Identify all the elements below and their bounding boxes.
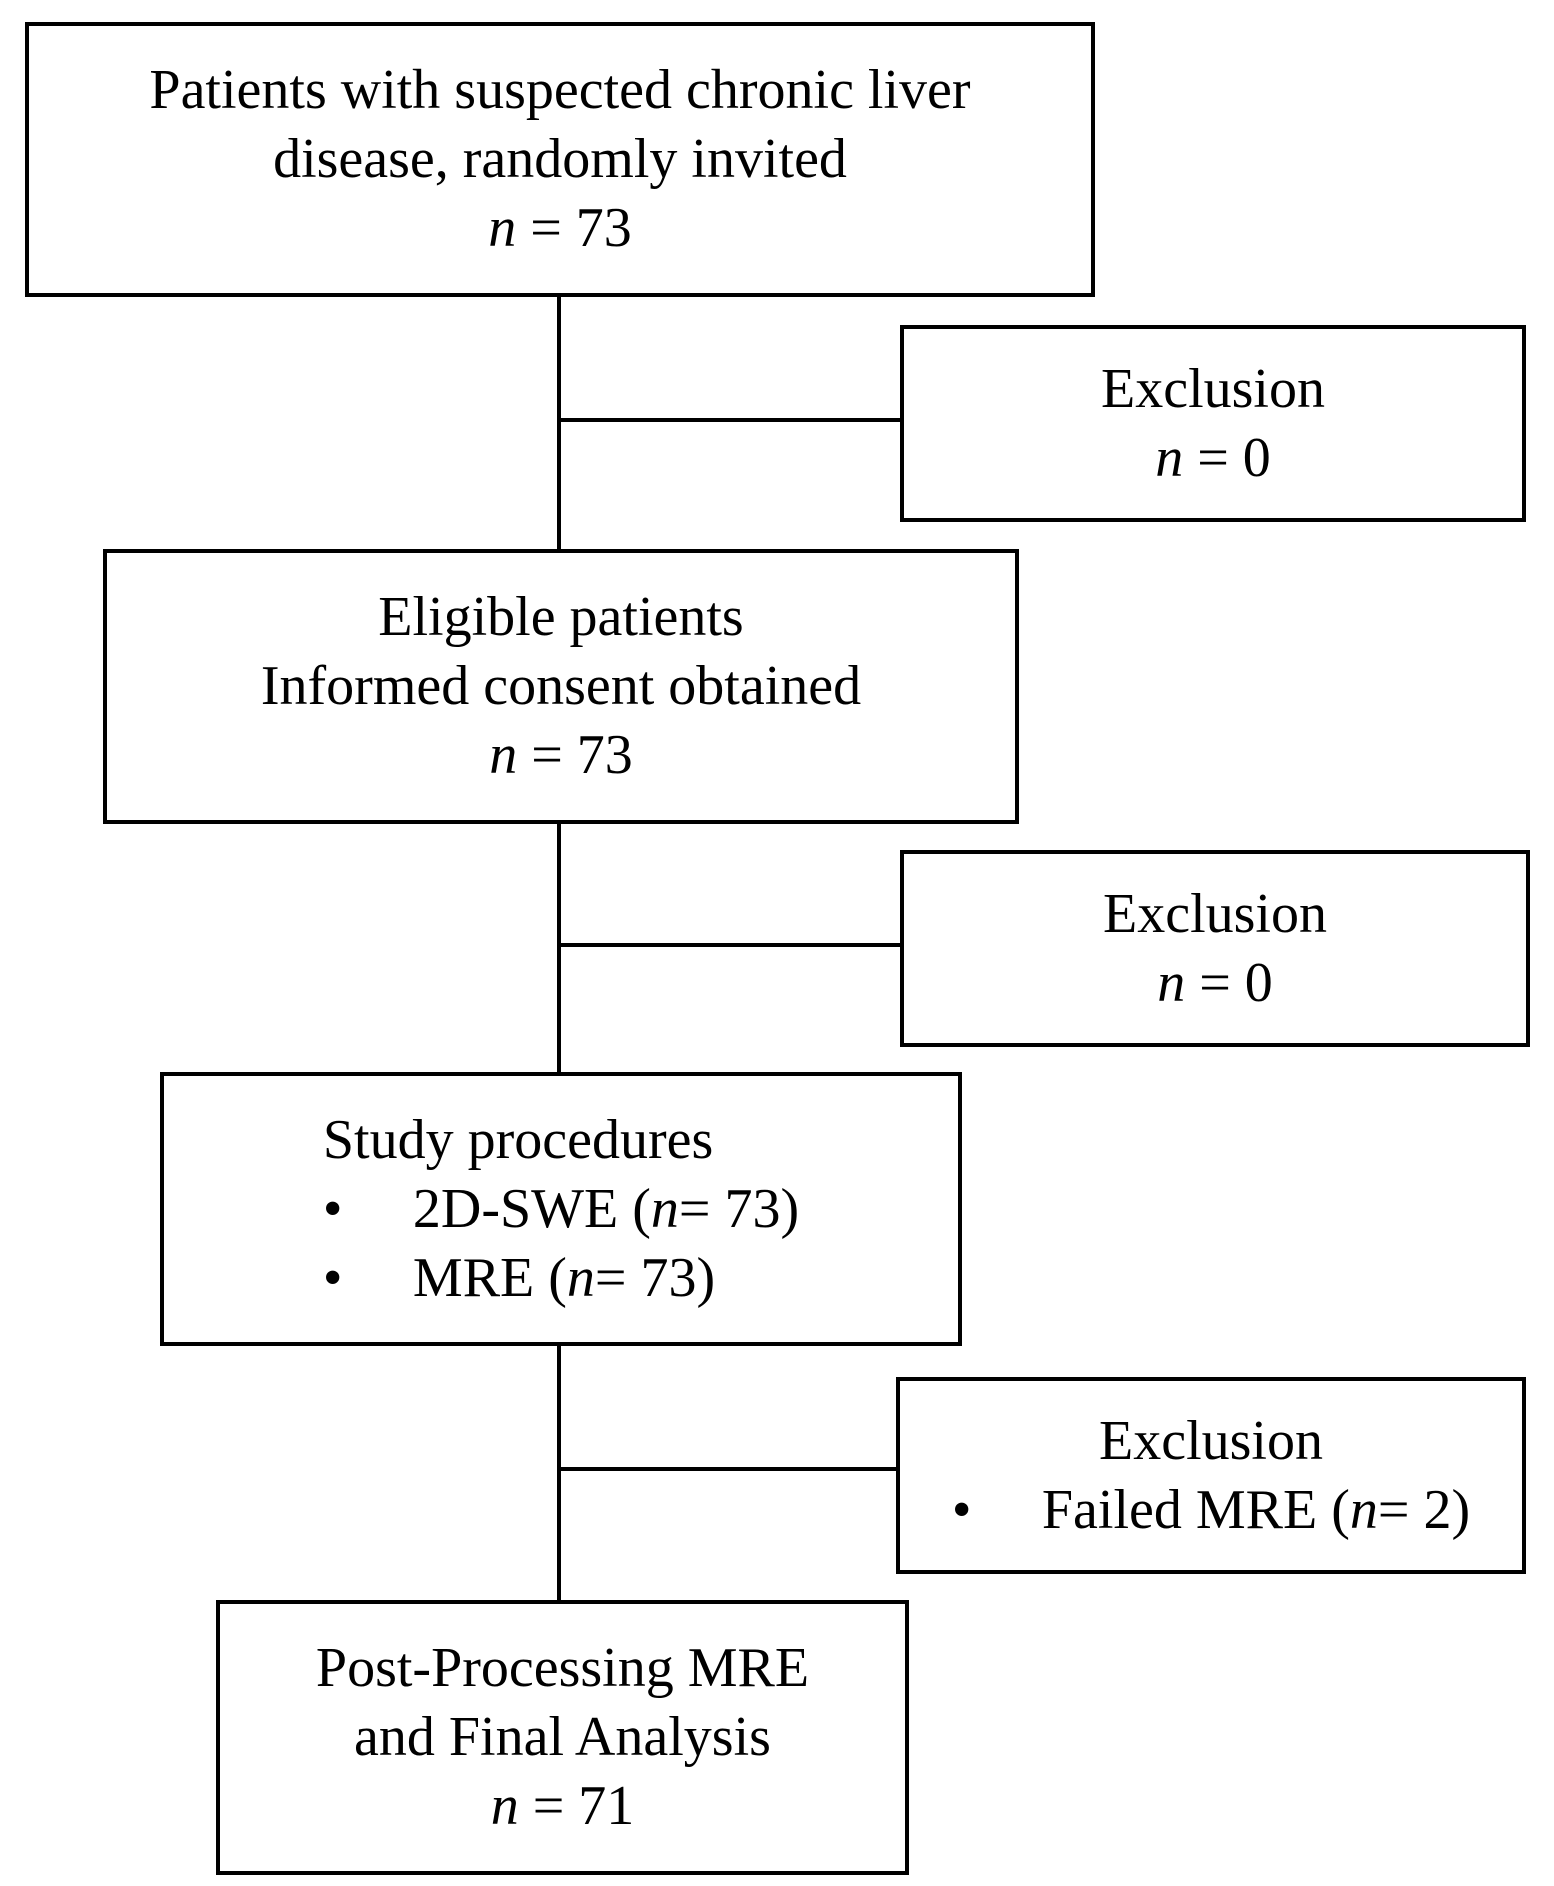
invited-count: n = 73 <box>488 194 632 263</box>
box-eligible-patients: Eligible patients Informed consent obtai… <box>103 549 1019 824</box>
n-symbol: n <box>488 197 517 259</box>
exclusion3-title: Exclusion <box>1099 1409 1323 1472</box>
eligible-count: n = 73 <box>489 721 633 790</box>
procedures-item-swe-prefix: 2D-SWE ( <box>412 1177 651 1240</box>
n-symbol: n <box>490 1775 519 1837</box>
connector-to-exclusion-3 <box>557 1467 896 1471</box>
n-symbol: n <box>1349 1478 1378 1541</box>
procedures-item-mre-prefix: MRE ( <box>412 1246 567 1309</box>
exclusion2-n-value: = 0 <box>1199 951 1273 1014</box>
n-symbol: n <box>650 1177 679 1240</box>
n-symbol: n <box>1157 951 1186 1014</box>
exclusion3-item-prefix: Failed MRE ( <box>1041 1478 1350 1541</box>
exclusion1-count: n = 0 <box>1155 424 1271 493</box>
n-symbol: n <box>489 724 518 786</box>
invited-line1: Patients with suspected chronic liver <box>149 59 971 121</box>
procedures-item-mre-suffix: = 73) <box>594 1246 716 1309</box>
n-symbol: n <box>566 1246 595 1309</box>
procedures-title: Study procedures <box>322 1108 714 1171</box>
final-count: n = 71 <box>491 1772 635 1841</box>
connector-to-exclusion-2 <box>557 943 900 947</box>
bullet: • <box>951 1478 972 1541</box>
box-exclusion-2: Exclusion n = 0 <box>900 850 1530 1047</box>
exclusion2-title: Exclusion <box>1103 882 1327 945</box>
eligible-line2: Informed consent obtained <box>260 655 862 717</box>
procedures-item-swe: • 2D-SWE (n = 73) <box>323 1175 799 1244</box>
bullet: • <box>322 1246 343 1309</box>
exclusion3-item-suffix: = 2) <box>1377 1478 1471 1541</box>
box-final-analysis: Post-Processing MRE and Final Analysis n… <box>216 1600 909 1875</box>
eligible-line1: Eligible patients <box>378 586 744 648</box>
invited-n-value: = 73 <box>530 197 632 259</box>
invited-line2: disease, randomly invited <box>273 128 847 190</box>
n-symbol: n <box>1155 426 1184 489</box>
bullet: • <box>322 1177 343 1240</box>
final-line2: and Final Analysis <box>354 1706 771 1768</box>
procedures-item-swe-suffix: = 73) <box>678 1177 800 1240</box>
connector-procedures-to-final <box>557 1342 561 1600</box>
exclusion1-n-value: = 0 <box>1197 426 1271 489</box>
box-exclusion-3: Exclusion • Failed MRE (n = 2) <box>896 1377 1526 1574</box>
box-patients-invited: Patients with suspected chronic liver di… <box>25 22 1095 297</box>
procedures-item-mre: • MRE (n = 73) <box>323 1244 715 1313</box>
exclusion1-title: Exclusion <box>1101 357 1325 420</box>
procedures-content: Study procedures • 2D-SWE (n = 73) • MRE… <box>323 1106 799 1313</box>
box-exclusion-1: Exclusion n = 0 <box>900 325 1526 522</box>
exclusion3-item-failed-mre: • Failed MRE (n = 2) <box>952 1476 1470 1545</box>
final-n-value: = 71 <box>532 1775 635 1837</box>
exclusion2-count: n = 0 <box>1157 949 1273 1018</box>
eligible-n-value: = 73 <box>531 724 633 786</box>
box-study-procedures: Study procedures • 2D-SWE (n = 73) • MRE… <box>160 1072 962 1346</box>
connector-to-exclusion-1 <box>557 418 900 422</box>
final-line1: Post-Processing MRE <box>315 1637 810 1699</box>
